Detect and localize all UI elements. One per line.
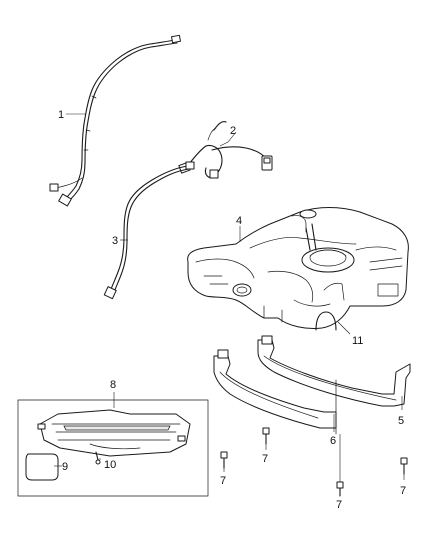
callout-8: 8 xyxy=(110,379,116,391)
callout-4: 4 xyxy=(236,215,242,227)
fuel-line-3 xyxy=(103,161,195,300)
bolt-7-c xyxy=(336,434,344,497)
callout-7-b: 7 xyxy=(262,453,268,465)
callout-1: 1 xyxy=(58,109,64,121)
callout-2: 2 xyxy=(230,125,236,137)
callout-7-a: 7 xyxy=(220,475,226,487)
tank-strap-6 xyxy=(213,349,337,429)
callout-11: 11 xyxy=(352,335,363,347)
fuel-line-1 xyxy=(49,34,181,207)
callout-9: 9 xyxy=(62,461,68,473)
callout-6: 6 xyxy=(330,435,336,447)
tank-strap-5 xyxy=(257,335,411,435)
bolt-7-d xyxy=(400,457,408,475)
bolt-7-a xyxy=(220,451,228,469)
callout-7-c: 7 xyxy=(336,499,342,511)
callout-3: 3 xyxy=(112,235,118,247)
callout-5: 5 xyxy=(398,415,404,427)
wiring-harness-2 xyxy=(178,120,273,179)
callout-7-d: 7 xyxy=(400,485,406,497)
fuel-tank-4 xyxy=(187,207,409,331)
bolt-7-b xyxy=(262,427,270,445)
leader-lines xyxy=(54,113,405,480)
callout-10: 10 xyxy=(104,459,116,471)
heat-shield-box-8 xyxy=(17,399,209,497)
